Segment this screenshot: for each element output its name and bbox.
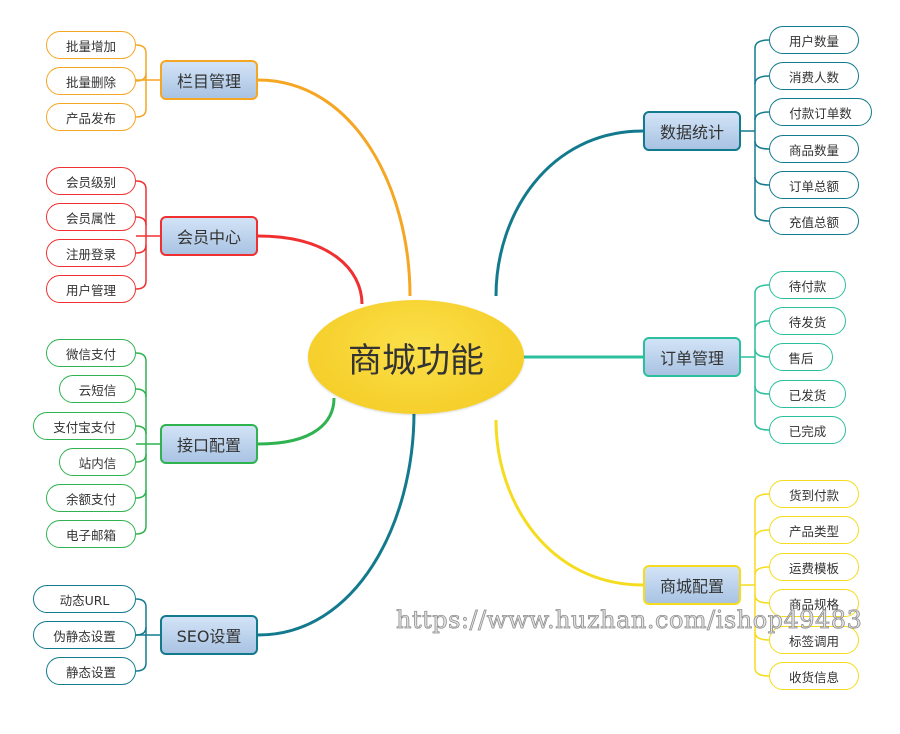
leaf-node[interactable]: 云短信 [59,375,136,403]
leaf-node[interactable]: 付款订单数 [769,98,872,126]
leaf-curve [135,72,147,82]
leaf-node[interactable]: 已完成 [769,416,846,444]
leaf-curve [754,631,770,641]
branch-node[interactable]: 栏目管理 [160,60,258,100]
branch-connector [494,129,644,297]
leaf-curve [135,626,147,636]
leaf-node[interactable]: 静态设置 [46,657,136,685]
leaf-node[interactable]: 待发货 [769,307,846,335]
branch-node[interactable]: 会员中心 [160,216,258,256]
leaf-curve [754,284,770,294]
leaf-node[interactable]: 收货信息 [769,662,859,690]
leaf-curve [754,140,770,150]
leaf-node[interactable]: 已发货 [769,380,846,408]
leaf-curve [754,39,770,49]
leaf-curve [135,108,147,118]
branch-connector [257,397,336,446]
leaf-node[interactable]: 产品类型 [769,516,859,544]
leaf-curve [754,176,770,186]
leaf-node[interactable]: 微信支付 [46,339,136,367]
leaf-curve [135,280,147,290]
leaf-curve [754,111,770,121]
leaf-node[interactable]: 待付款 [769,271,846,299]
leaf-curve [135,180,147,190]
leaf-node[interactable]: 余额支付 [46,484,136,512]
leaf-curve [135,388,147,398]
leaf-node[interactable]: 伪静态设置 [33,621,136,649]
leaf-node[interactable]: 标签调用 [769,626,859,654]
leaf-curve [135,598,147,608]
leaf-node[interactable]: 订单总额 [769,171,859,199]
center-node[interactable]: 商城功能 [308,300,524,414]
leaf-node[interactable]: 批量删除 [46,67,136,95]
branch-node[interactable]: 数据统计 [643,111,741,151]
branch-node[interactable]: 订单管理 [643,337,741,377]
leaf-node[interactable]: 站内信 [59,448,136,476]
leaf-curve [754,529,770,539]
leaf-curve [135,216,147,226]
leaf-curve [135,44,147,54]
leaf-curve [754,320,770,330]
branch-node[interactable]: SEO设置 [160,615,258,655]
branch-connector [494,419,644,587]
leaf-curve [754,594,770,604]
leaf-curve [754,348,770,358]
leaf-node[interactable]: 用户数量 [769,26,859,54]
branch-connector [257,234,364,305]
leaf-curve [135,525,147,535]
leaf-node[interactable]: 售后 [769,343,833,371]
leaf-curve [754,212,770,222]
leaf-node[interactable]: 动态URL [33,585,136,613]
leaf-node[interactable]: 批量增加 [46,31,136,59]
leaf-node[interactable]: 用户管理 [46,275,136,303]
branch-node[interactable]: 商城配置 [643,565,741,605]
leaf-curve [754,667,770,677]
leaf-curve [135,453,147,463]
leaf-node[interactable]: 电子邮箱 [46,520,136,548]
leaf-node[interactable]: 运费模板 [769,553,859,581]
leaf-curve [754,385,770,395]
leaf-node[interactable]: 注册登录 [46,239,136,267]
leaf-node[interactable]: 支付宝支付 [33,412,136,440]
leaf-curve [135,352,147,362]
branch-node[interactable]: 接口配置 [160,424,258,464]
leaf-node[interactable]: 产品发布 [46,103,136,131]
watermark: https://www.huzhan.com/ishop49483 [396,606,863,635]
branch-connector [257,411,416,637]
leaf-curve [754,421,770,431]
branch-connector [257,78,412,297]
leaf-node[interactable]: 会员级别 [46,167,136,195]
leaf-node[interactable]: 充值总额 [769,207,859,235]
leaf-curve [754,493,770,503]
leaf-node[interactable]: 会员属性 [46,203,136,231]
leaf-curve [135,425,147,435]
leaf-curve [135,662,147,672]
leaf-curve [754,566,770,576]
leaf-node[interactable]: 商品数量 [769,135,859,163]
leaf-curve [135,489,147,499]
leaf-curve [754,75,770,85]
leaf-node[interactable]: 消费人数 [769,62,859,90]
leaf-node[interactable]: 商品规格 [769,589,859,617]
leaf-curve [135,244,147,254]
leaf-node[interactable]: 货到付款 [769,480,859,508]
